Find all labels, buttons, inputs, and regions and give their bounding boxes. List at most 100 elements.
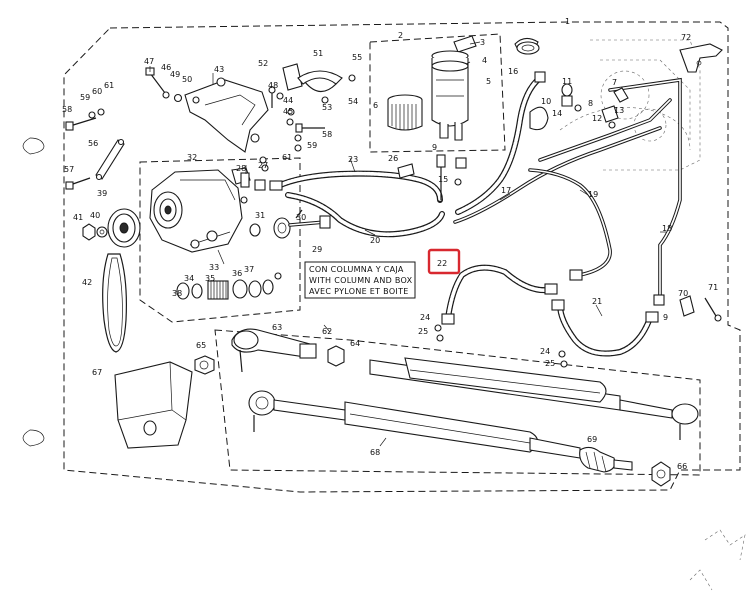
hose-23: [269, 170, 443, 203]
oil-reservoir: [387, 35, 477, 141]
nut-66: [651, 461, 671, 487]
callout-24a: 24: [420, 313, 430, 322]
valve-fittings: [529, 83, 629, 131]
banjo-fitting: [249, 209, 331, 239]
bracket-fasteners: [259, 86, 325, 172]
callout-50: 50: [182, 75, 192, 84]
note-box: CON COLUMNA Y CAJA WITH COLUMN AND BOX A…: [304, 261, 416, 299]
callout-27: 27: [258, 161, 268, 170]
callout-12: 12: [592, 114, 602, 123]
callout-40: 40: [90, 211, 100, 220]
callout-48: 48: [268, 81, 278, 90]
callout-54: 54: [348, 97, 358, 106]
callout-17: 17: [501, 186, 511, 195]
callout-34: 34: [184, 274, 194, 283]
callout-8: 8: [588, 99, 593, 108]
callout-49: 49: [170, 70, 180, 79]
cylinder-guard: [114, 361, 193, 449]
bracket-72: [679, 43, 723, 73]
callout-2: 2: [398, 31, 403, 40]
callout-64: 64: [350, 339, 360, 348]
callout-66: 66: [677, 462, 687, 471]
callout-58a: 58: [62, 105, 72, 114]
callout-33: 33: [209, 263, 219, 272]
cylinder-group-frame: [214, 329, 701, 476]
pipe-17: [453, 126, 662, 224]
callout-9b: 9: [663, 313, 668, 322]
tie-rod-end-63: [231, 328, 317, 373]
callout-10: 10: [541, 97, 551, 106]
scan-artifacts: [689, 529, 746, 591]
note-line-1: CON COLUMNA Y CAJA: [309, 265, 404, 274]
callout-46: 46: [161, 63, 171, 72]
callout-19: 19: [588, 190, 598, 199]
callout-24b: 24: [540, 347, 550, 356]
callout-72: 72: [681, 33, 691, 42]
callout-35: 35: [205, 274, 215, 283]
outer-dashed-frame: [63, 21, 741, 493]
callout-28: 28: [236, 164, 246, 173]
callout-leaders: [149, 41, 666, 447]
callout-58b: 58: [322, 130, 332, 139]
callout-70: 70: [678, 289, 688, 298]
callout-38: 38: [172, 289, 182, 298]
callout-11: 11: [562, 77, 572, 86]
callout-37: 37: [244, 265, 254, 274]
pump-outlet-fitting: [240, 172, 266, 204]
callout-71: 71: [708, 283, 718, 292]
callout-69: 69: [587, 435, 597, 444]
callout-26: 26: [388, 154, 398, 163]
callout-42: 42: [82, 278, 92, 287]
callout-68: 68: [370, 448, 380, 457]
callout-52: 52: [258, 59, 268, 68]
callout-23: 23: [348, 155, 358, 164]
callout-9a: 9: [432, 143, 437, 152]
tractor-outline: [559, 39, 701, 171]
callout-61a: 61: [104, 81, 114, 90]
callout-labels: 1 2 3 4 5 6 7 8 9 9 10 11 12 13 14 15 16…: [62, 17, 718, 471]
callout-20: 20: [370, 236, 380, 245]
callout-32: 32: [187, 153, 197, 162]
hose-22: [441, 264, 558, 325]
pump-group-frame: [139, 157, 301, 323]
hose-20: [285, 192, 445, 238]
callout-13: 13: [614, 106, 624, 115]
callout-6: 6: [373, 101, 378, 110]
pump-seal-kit: [176, 272, 282, 300]
callout-65: 65: [196, 341, 206, 350]
callout-56: 56: [88, 139, 98, 148]
callout-61b: 61: [282, 153, 292, 162]
reservoir-group-frame: [369, 33, 506, 153]
callout-4: 4: [482, 56, 487, 65]
pipe-19: [528, 168, 612, 281]
callout-55: 55: [352, 53, 362, 62]
callout-5: 5: [486, 77, 491, 86]
callout-45: 45: [283, 107, 293, 116]
steering-pump: [149, 167, 251, 253]
callout-22: 22: [437, 259, 447, 268]
callout-25a: 25: [418, 327, 428, 336]
callout-15: 15: [438, 175, 448, 184]
callout-7: 7: [612, 78, 617, 87]
highlight-box-22: [427, 248, 461, 275]
callout-21: 21: [592, 297, 602, 306]
callout-1: 1: [565, 17, 570, 26]
castle-nut-65: [194, 355, 215, 375]
callout-59a: 59: [80, 93, 90, 102]
callout-41: 41: [73, 213, 83, 222]
callout-18: 18: [662, 224, 672, 233]
nut-64: [327, 345, 345, 367]
pipe-clip: [679, 295, 722, 322]
callout-25b: 25: [545, 359, 555, 368]
callout-67: 67: [92, 368, 102, 377]
callout-57: 57: [64, 165, 74, 174]
pipe-18: [538, 77, 682, 306]
tee-fittings: [397, 154, 568, 368]
callout-29: 29: [312, 245, 322, 254]
callout-47: 47: [144, 57, 154, 66]
callout-36: 36: [232, 269, 242, 278]
callout-16: 16: [508, 67, 518, 76]
hose-21: [551, 299, 659, 357]
steering-cylinder-upper: [369, 357, 699, 440]
